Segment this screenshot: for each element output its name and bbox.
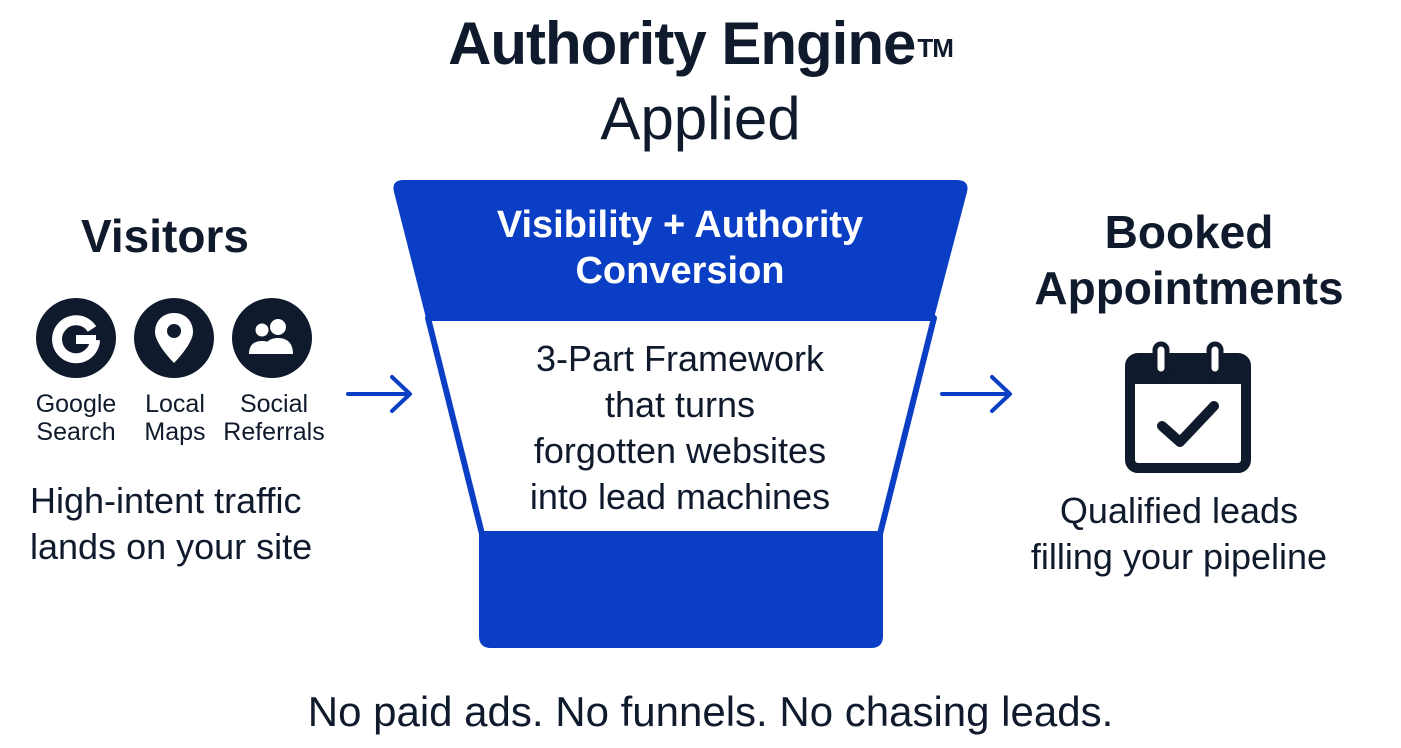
visitors-description: High-intent traffic lands on your site [30, 478, 390, 570]
users-icon [232, 298, 312, 378]
source-label-google: Google Search [16, 390, 136, 446]
funnel-middle-line: forgotten websites [533, 430, 827, 471]
description-line: Qualified leads [1059, 490, 1299, 531]
calendar-check-icon [1122, 340, 1254, 479]
description-line: filling your pipeline [1030, 536, 1328, 577]
google-icon [36, 298, 116, 378]
visitors-heading: Visitors [81, 210, 249, 262]
arrow-right-icon [940, 372, 1016, 416]
funnel-middle-label: 3-Part Framework that turns forgotten we… [462, 336, 898, 520]
funnel-middle-line: that turns [604, 384, 756, 425]
funnel-middle-line: 3-Part Framework [535, 338, 825, 379]
funnel-top-line: Conversion [575, 250, 785, 292]
booked-appointments-heading: Booked Appointments [1000, 204, 1378, 316]
funnel-top-band [393, 180, 968, 318]
funnel-middle-line: into lead machines [529, 476, 831, 517]
page-subtitle: Applied [600, 85, 801, 152]
source-label-line: Maps [144, 418, 206, 446]
funnel-top-label: Visibility + Authority Conversion [430, 202, 930, 294]
trademark-symbol: TM [917, 33, 954, 63]
source-label-line: Social [239, 390, 309, 418]
source-label-social: Social Referrals [212, 390, 336, 446]
source-label-line: Local [145, 390, 205, 418]
arrow-right-icon [346, 372, 416, 416]
map-pin-icon [134, 298, 214, 378]
description-line: High-intent traffic [30, 480, 302, 521]
page-title: Authority EngineTM [0, 8, 1401, 80]
source-label-line: Google [35, 390, 117, 418]
footer-tagline: No paid ads. No funnels. No chasing lead… [307, 688, 1114, 735]
funnel-bottom-band [479, 531, 883, 648]
funnel-graphic [393, 180, 968, 648]
funnel-top-line: Visibility + Authority [496, 204, 864, 246]
source-label-line: Referrals [223, 418, 325, 446]
source-label-maps: Local Maps [125, 390, 225, 446]
heading-line: Booked [1104, 206, 1274, 258]
heading-line: Appointments [1034, 262, 1344, 314]
result-description: Qualified leads filling your pipeline [990, 488, 1368, 580]
source-label-line: Search [36, 418, 116, 446]
title-text: Authority Engine [448, 10, 916, 77]
description-line: lands on your site [30, 526, 313, 567]
